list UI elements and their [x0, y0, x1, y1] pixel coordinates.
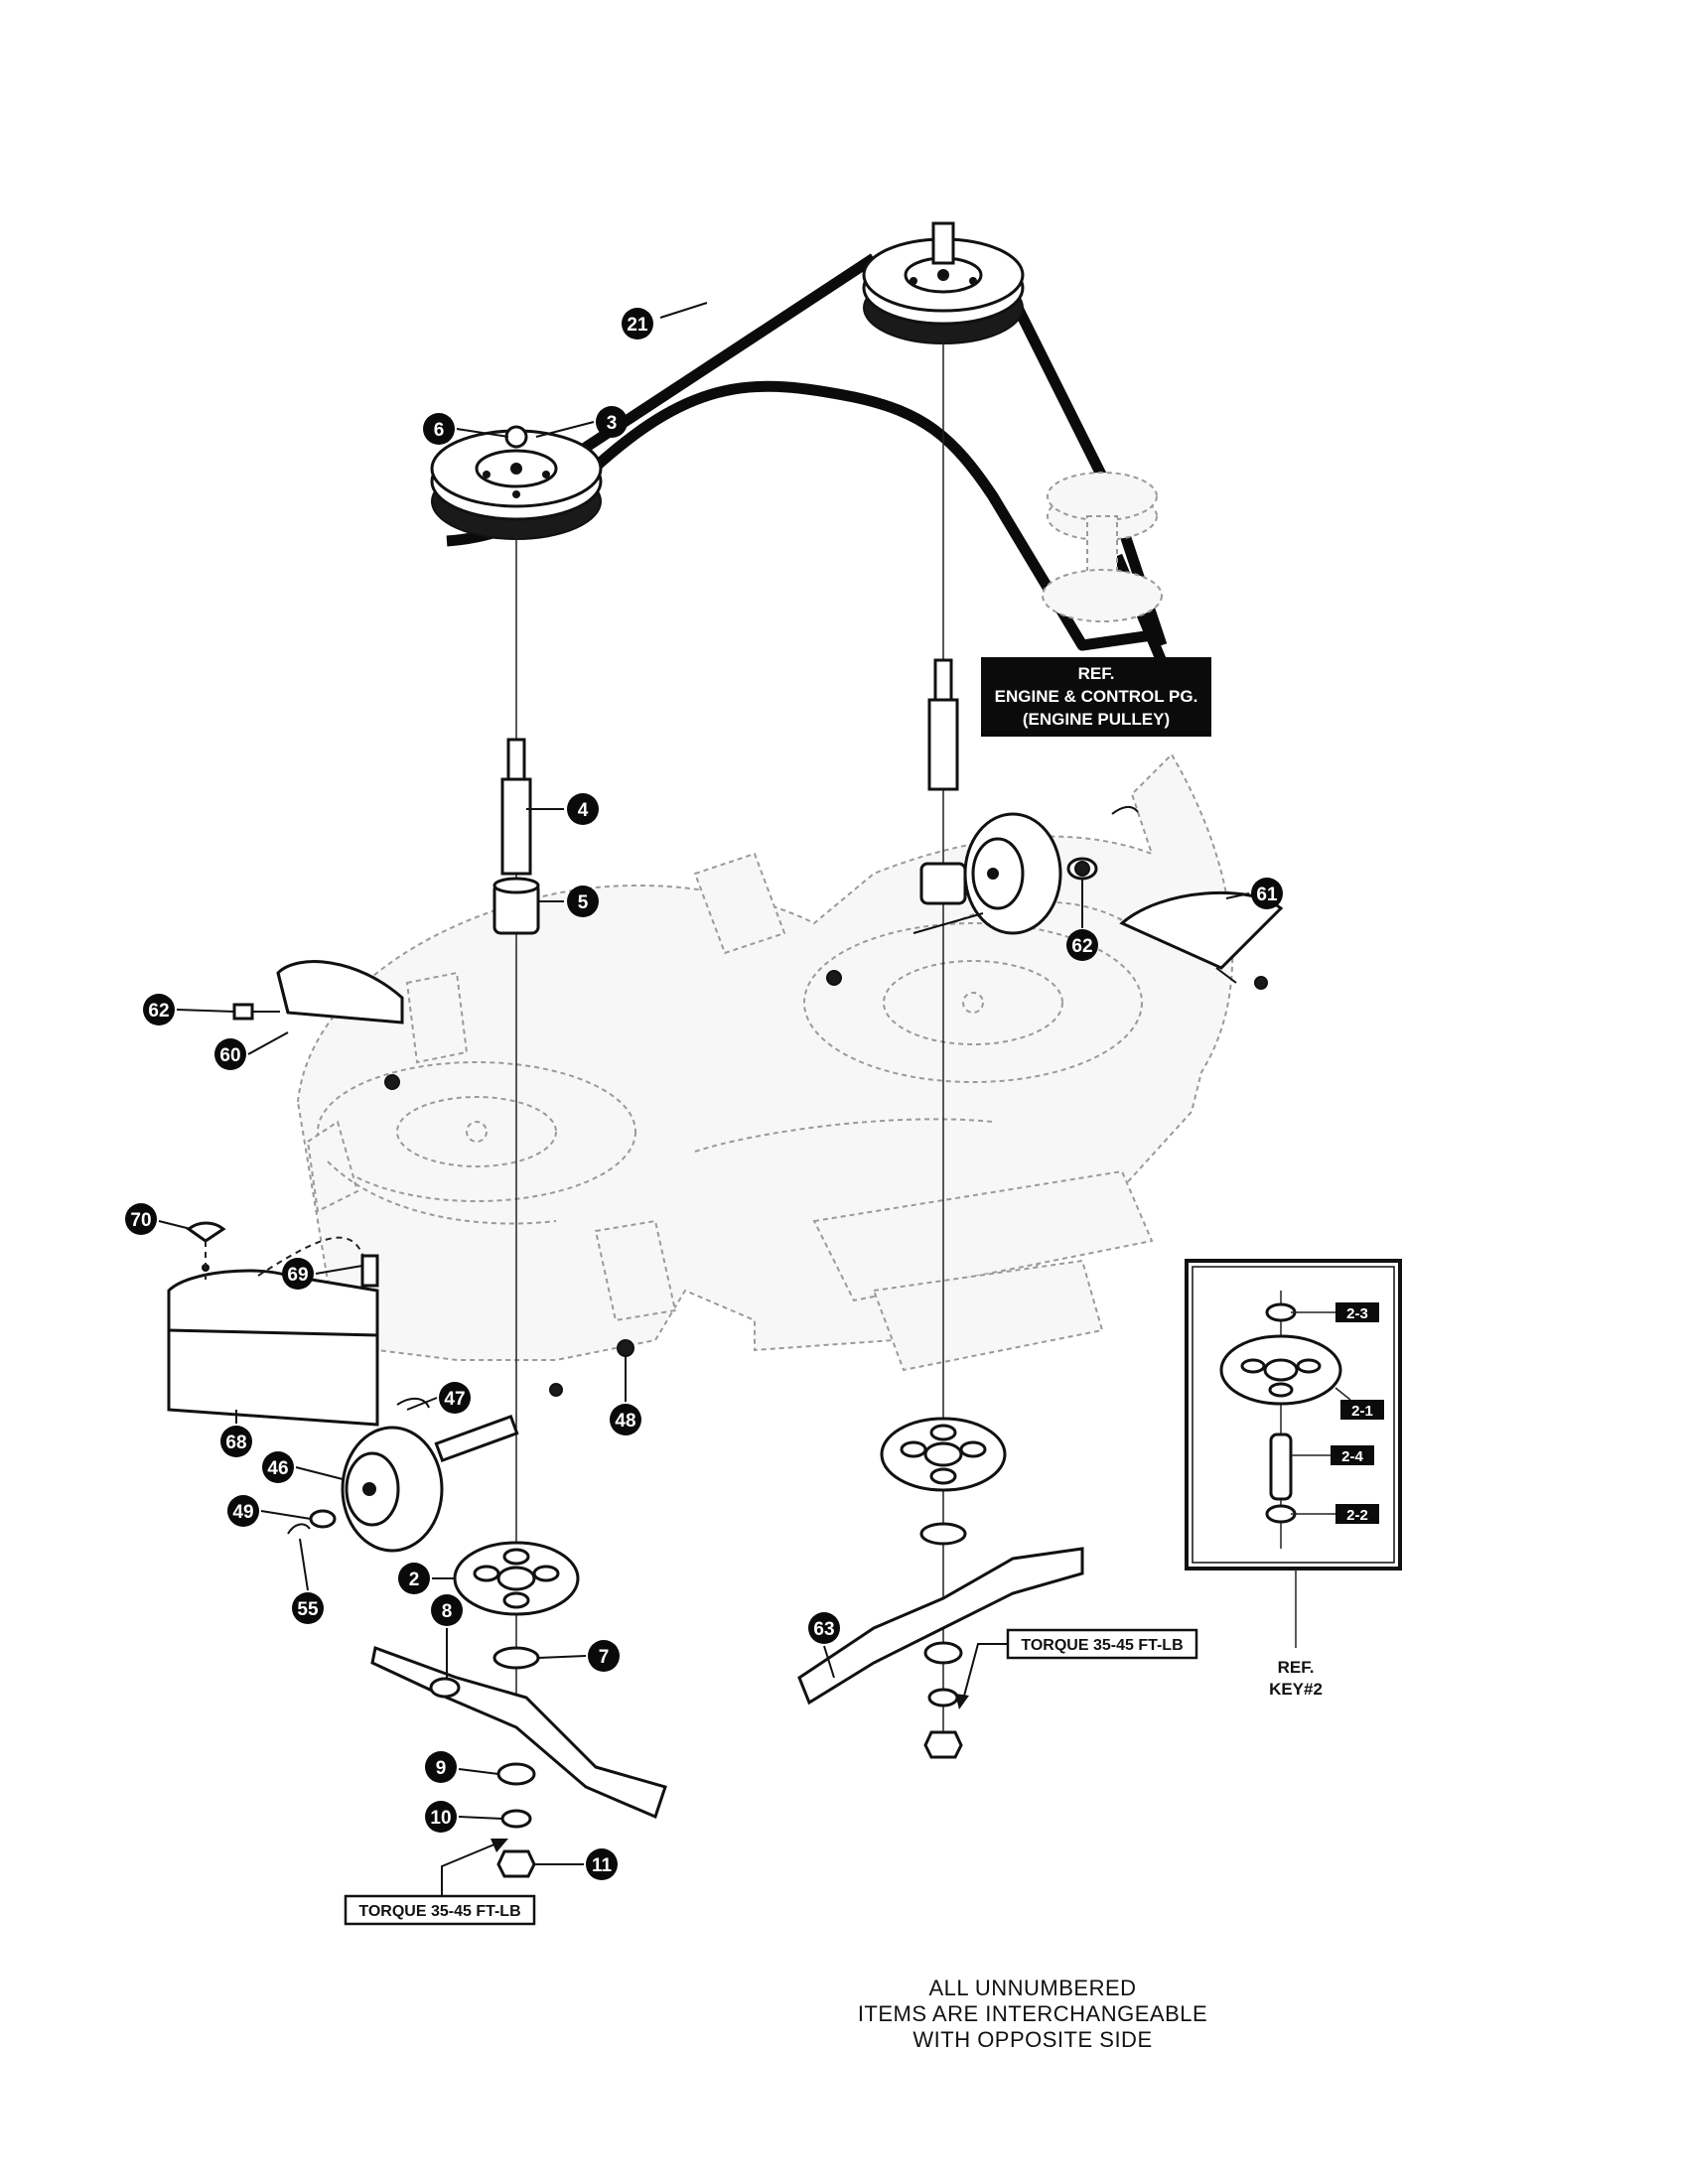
callout-6-label: 6	[434, 420, 445, 441]
callout-5-label: 5	[578, 892, 589, 913]
inset-tag-2-4: 2-4	[1331, 1445, 1374, 1465]
engine-ref-line1: REF.	[1078, 664, 1115, 683]
callout-9-label: 9	[436, 1758, 447, 1779]
left-blade	[370, 1645, 667, 1820]
callout-21-label: 21	[627, 315, 648, 336]
callout-2-label: 2	[409, 1570, 420, 1590]
callout-62-left: 62	[143, 994, 175, 1025]
engine-pulley-ghost	[1042, 472, 1163, 622]
callout-70: 70	[125, 1203, 157, 1235]
callout-8-label: 8	[442, 1601, 453, 1622]
torque-note-left: TORQUE 35-45 FT-LB	[344, 1839, 536, 1926]
left-spindle-spacer	[492, 877, 540, 935]
callout-63: 63	[808, 1612, 840, 1644]
callout-63-label: 63	[813, 1619, 834, 1640]
interchangeable-items-note: ALL UNNUMBERED ITEMS ARE INTERCHANGEABLE…	[774, 1976, 1291, 2053]
left-gauge-wheel	[287, 1339, 634, 1553]
callout-60: 60	[214, 1038, 246, 1070]
inset-tag-2-2-label: 2-2	[1346, 1507, 1368, 1524]
callout-4: 4	[567, 793, 599, 825]
callout-60-label: 60	[219, 1045, 240, 1066]
callout-5: 5	[567, 886, 599, 917]
callout-55-label: 55	[297, 1599, 319, 1620]
callout-55: 55	[292, 1592, 324, 1624]
callout-61: 61	[1251, 878, 1283, 909]
callout-62-right: 62	[1066, 929, 1098, 961]
left-spindle-pulley	[430, 425, 603, 540]
callout-11-label: 11	[592, 1855, 613, 1876]
right-spindle-shaft	[919, 658, 967, 905]
torque-note-right-label: TORQUE 35-45 FT-LB	[1021, 1637, 1183, 1654]
callout-11: 11	[586, 1848, 618, 1880]
callout-46: 46	[262, 1451, 294, 1483]
right-blade	[797, 1547, 1084, 1759]
right-gauge-wheel	[826, 806, 1139, 986]
inset-ref-line2: KEY#2	[1269, 1680, 1323, 1699]
inset-tag-2-4-label: 2-4	[1341, 1448, 1363, 1465]
left-deflector	[167, 1221, 379, 1427]
mower-deck-ghost	[296, 752, 1234, 1372]
callout-49-label: 49	[232, 1502, 253, 1523]
callout-7: 7	[588, 1640, 620, 1672]
callout-48-label: 48	[615, 1411, 635, 1432]
callout-10: 10	[425, 1801, 457, 1833]
callout-3-label: 3	[607, 413, 618, 434]
callout-8: 8	[431, 1594, 463, 1626]
left-hardware-stack	[496, 1762, 536, 1878]
callout-2: 2	[398, 1563, 430, 1594]
left-baffle	[232, 960, 404, 1090]
callout-21: 21	[622, 308, 653, 340]
callout-6: 6	[423, 413, 455, 445]
leader-lines	[158, 302, 1250, 1865]
footer-note-line2: ITEMS ARE INTERCHANGEABLE	[857, 2001, 1208, 2026]
inset-ref-line1: REF.	[1278, 1658, 1315, 1677]
callout-4-label: 4	[578, 800, 589, 821]
right-baffle	[1074, 861, 1284, 990]
inset-tag-2-1: 2-1	[1340, 1400, 1384, 1420]
callout-70-label: 70	[130, 1210, 151, 1231]
callout-68-label: 68	[225, 1433, 246, 1453]
callout-47: 47	[439, 1382, 471, 1414]
right-blade-adaptor	[880, 1417, 1007, 1546]
callout-49: 49	[227, 1495, 259, 1527]
callout-62-left-label: 62	[148, 1001, 169, 1022]
engine-ref-line2: ENGINE & CONTROL PG.	[995, 687, 1198, 706]
callout-3: 3	[596, 406, 628, 438]
callout-46-label: 46	[267, 1458, 288, 1479]
callout-68: 68	[220, 1426, 252, 1457]
left-blade-adaptor	[453, 1541, 580, 1670]
inset-tag-2-3-label: 2-3	[1346, 1305, 1368, 1322]
callout-62-right-label: 62	[1071, 936, 1092, 957]
right-spindle-pulley	[862, 221, 1025, 344]
callout-10-label: 10	[430, 1808, 451, 1829]
left-spindle-shaft	[500, 738, 532, 876]
engine-ref-line3: (ENGINE PULLEY)	[1023, 710, 1170, 729]
callout-61-label: 61	[1256, 885, 1278, 905]
callout-69: 69	[282, 1258, 314, 1290]
callout-9: 9	[425, 1751, 457, 1783]
footer-note-line3: WITH OPPOSITE SIDE	[912, 2027, 1153, 2052]
callout-7-label: 7	[599, 1647, 610, 1668]
torque-note-left-label: TORQUE 35-45 FT-LB	[358, 1903, 520, 1920]
footer-note-line1: ALL UNNUMBERED	[928, 1976, 1137, 2000]
callout-48: 48	[610, 1404, 641, 1435]
torque-note-right: TORQUE 35-45 FT-LB	[955, 1628, 1198, 1709]
callout-69-label: 69	[287, 1265, 308, 1286]
inset-tag-2-3: 2-3	[1335, 1302, 1379, 1322]
inset-tag-2-2: 2-2	[1335, 1504, 1379, 1524]
engine-pulley-reference-box: REF. ENGINE & CONTROL PG. (ENGINE PULLEY…	[981, 657, 1211, 737]
callout-47-label: 47	[444, 1389, 465, 1410]
inset-tag-2-1-label: 2-1	[1351, 1403, 1373, 1420]
